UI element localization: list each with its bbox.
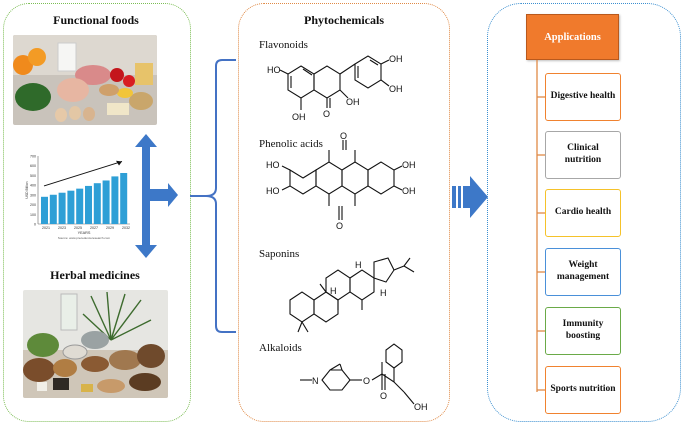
application-immunity-boosting: Immunity boosting: [545, 307, 621, 355]
flavonoid-oh-2: OH: [346, 97, 360, 107]
chart-bar: [76, 188, 84, 224]
saponins-label: Saponins: [259, 248, 300, 260]
chart-trend-arrowhead: [116, 160, 122, 166]
flavonoid-oh-4: OH: [389, 84, 403, 94]
flavonoid-o-1: O: [323, 109, 330, 119]
alkaloid-oh: OH: [414, 402, 428, 412]
saponin-h-1: H: [355, 260, 362, 270]
phytochemicals-title: Phytochemicals: [304, 13, 384, 27]
application-weight-management: Weight management: [545, 248, 621, 296]
curly-bracket-icon: [190, 59, 236, 333]
chart-xtick: 2029: [106, 226, 114, 230]
applications-header: Applications: [526, 14, 619, 60]
chart-bar: [93, 183, 101, 224]
phytochemicals-panel: [238, 3, 450, 422]
phenolic-o-1: O: [340, 131, 347, 141]
saponin-h-3: H: [330, 286, 337, 296]
alkaloids-label: Alkaloids: [259, 342, 302, 354]
market-growth-chart: 700 600 500 400 300 200 100 0 2021 2023 2025 2027 20…: [25, 155, 130, 240]
chart-ytick: 400: [30, 184, 36, 188]
phenolic-acids-label: Phenolic acids: [259, 138, 323, 150]
functional-foods-title: Functional foods: [53, 13, 139, 27]
phenolic-oh-2: OH: [402, 186, 416, 196]
chart-bar: [120, 173, 128, 224]
chart-bar: [41, 196, 48, 224]
chart-ytick: 700: [30, 155, 36, 159]
flavonoid-oh-1: OH: [292, 112, 306, 122]
chart-ytick: 200: [30, 203, 36, 207]
flavonoids-label: Flavonoids: [259, 39, 308, 51]
herbal-medicines-photo: [23, 290, 168, 398]
chart-xtick: 2025: [74, 226, 82, 230]
application-sports-nutrition: Sports nutrition: [545, 366, 621, 414]
flavonoid-ho-1: HO: [267, 65, 281, 75]
chart-xtick: 2021: [42, 226, 50, 230]
applications-panel: [487, 3, 681, 422]
chart-ylabel: USD Billion: [25, 181, 29, 198]
chart-ytick: 100: [30, 213, 36, 217]
chart-xtick: 2023: [58, 226, 66, 230]
phenolic-ho-2: HO: [266, 186, 280, 196]
alkaloid-o-2: O: [380, 391, 387, 401]
chart-bar: [49, 194, 57, 224]
chart-bar: [85, 185, 92, 224]
alkaloid-o-1: O: [363, 376, 370, 386]
chart-xlabel: YEARS: [78, 231, 91, 235]
chart-xtick: 2027: [90, 226, 98, 230]
phenolic-o-2: O: [336, 221, 343, 231]
application-cardio-health: Cardio health: [545, 189, 621, 237]
chart-bar: [58, 192, 66, 224]
herbal-medicines-title: Herbal medicines: [50, 268, 140, 282]
chart-ytick: 600: [30, 164, 36, 168]
application-digestive-health: Digestive health: [545, 73, 621, 121]
saponin-h-2: H: [380, 288, 387, 298]
growth-arrows-icon: [135, 134, 178, 258]
chart-ytick: 0: [34, 223, 36, 227]
application-clinical-nutrition: Clinical nutrition: [545, 131, 621, 179]
chart-xtick: 2032: [122, 226, 130, 230]
right-arrow-icon: [452, 176, 488, 218]
chart-bar: [67, 190, 75, 224]
chart-bar: [102, 180, 110, 224]
phenolic-ho-1: HO: [266, 160, 280, 170]
functional-foods-panel: [3, 3, 191, 422]
chart-trend-arrow: [43, 160, 123, 187]
chart-ytick: 300: [30, 193, 36, 197]
chart-bar: [111, 176, 119, 224]
flavonoid-oh-3: OH: [389, 54, 403, 64]
functional-foods-photo: [13, 35, 157, 125]
alkaloid-n: N: [312, 376, 319, 386]
chart-source: Source: www.precedenceresearch.com: [58, 236, 111, 240]
phenolic-oh-1: OH: [402, 160, 416, 170]
chart-ytick: 500: [30, 174, 36, 178]
